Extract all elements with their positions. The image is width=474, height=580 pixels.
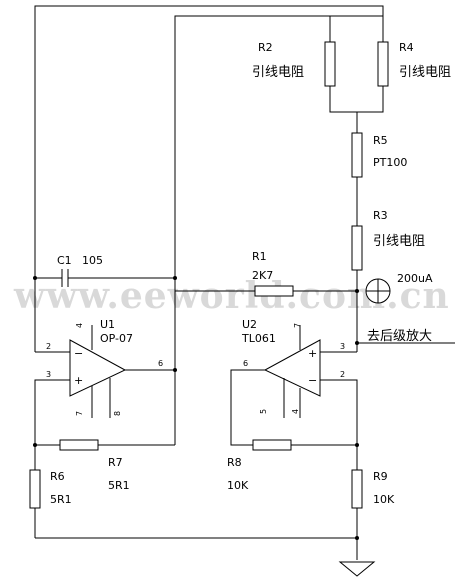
r9-ref-label: R9: [373, 470, 388, 483]
resistor-r1-body: [254, 285, 294, 297]
u1-pin-b2: 8: [113, 411, 122, 416]
u2-ref-label: U2: [242, 318, 257, 331]
u1-ref-label: U1: [100, 318, 115, 331]
resistor-r2-body: [324, 41, 336, 87]
u1-minus-sign: −: [74, 347, 83, 360]
r2-value-label: 引线电阻: [252, 65, 304, 80]
u2-value-label: TL061: [241, 332, 276, 345]
opamp-u2-symbol: [263, 325, 321, 418]
resistor-r5-body: [351, 132, 363, 178]
r8-ref-label: R8: [227, 456, 242, 469]
current-source-value-label: 200uA: [397, 272, 433, 285]
capacitor-c1-symbol: [61, 269, 69, 287]
r2-ref-label: R2: [258, 41, 273, 54]
u2-pin-plus: 3: [340, 342, 345, 351]
resistor-r3-body: [351, 225, 363, 271]
current-source-symbol: [365, 278, 391, 304]
r5-value-label: PT100: [373, 156, 407, 169]
u1-pin-b1: 7: [75, 411, 84, 416]
u2-pin-minus: 2: [340, 370, 345, 379]
resistor-r7-body: [59, 439, 99, 451]
wires: [34, 5, 455, 560]
r1-ref-label: R1: [252, 250, 267, 263]
u1-pin-minus: 2: [46, 342, 51, 351]
u2-pin-b2: 4: [291, 409, 300, 414]
u1-value-label: OP-07: [100, 332, 133, 345]
r9-value-label: 10K: [373, 493, 395, 506]
resistor-r4-body: [377, 41, 389, 87]
u1-pin-plus: 3: [46, 370, 51, 379]
resistor-r8-body: [252, 439, 292, 451]
r4-ref-label: R4: [399, 41, 414, 54]
c1-value-label: 105: [82, 254, 103, 267]
r4-value-label: 引线电阻: [399, 65, 451, 80]
resistor-r6-body: [29, 469, 41, 509]
output-note-label: 去后级放大: [367, 329, 432, 344]
opamp-u1-symbol: [69, 325, 127, 418]
ground-icon: [338, 561, 376, 577]
r6-ref-label: R6: [50, 470, 65, 483]
r8-value-label: 10K: [227, 479, 249, 492]
r3-value-label: 引线电阻: [373, 234, 425, 249]
r3-ref-label: R3: [373, 209, 388, 222]
u1-plus-sign: +: [74, 374, 83, 387]
r5-ref-label: R5: [373, 134, 388, 147]
r1-value-label: 2K7: [252, 269, 273, 282]
junction-dots: [33, 276, 359, 540]
u1-pin-top: 4: [75, 323, 84, 328]
u2-pin-b1: 5: [259, 409, 268, 414]
u2-pin-top: 7: [293, 323, 302, 328]
u2-plus-sign: +: [308, 347, 317, 360]
resistor-r9-body: [351, 469, 363, 509]
r7-value-label: 5R1: [108, 479, 130, 492]
u1-pin-out: 6: [158, 359, 163, 368]
r7-ref-label: R7: [108, 456, 123, 469]
r6-value-label: 5R1: [50, 493, 72, 506]
c1-ref-label: C1: [57, 254, 72, 267]
u2-minus-sign: −: [308, 374, 317, 387]
u2-pin-out: 6: [243, 359, 248, 368]
